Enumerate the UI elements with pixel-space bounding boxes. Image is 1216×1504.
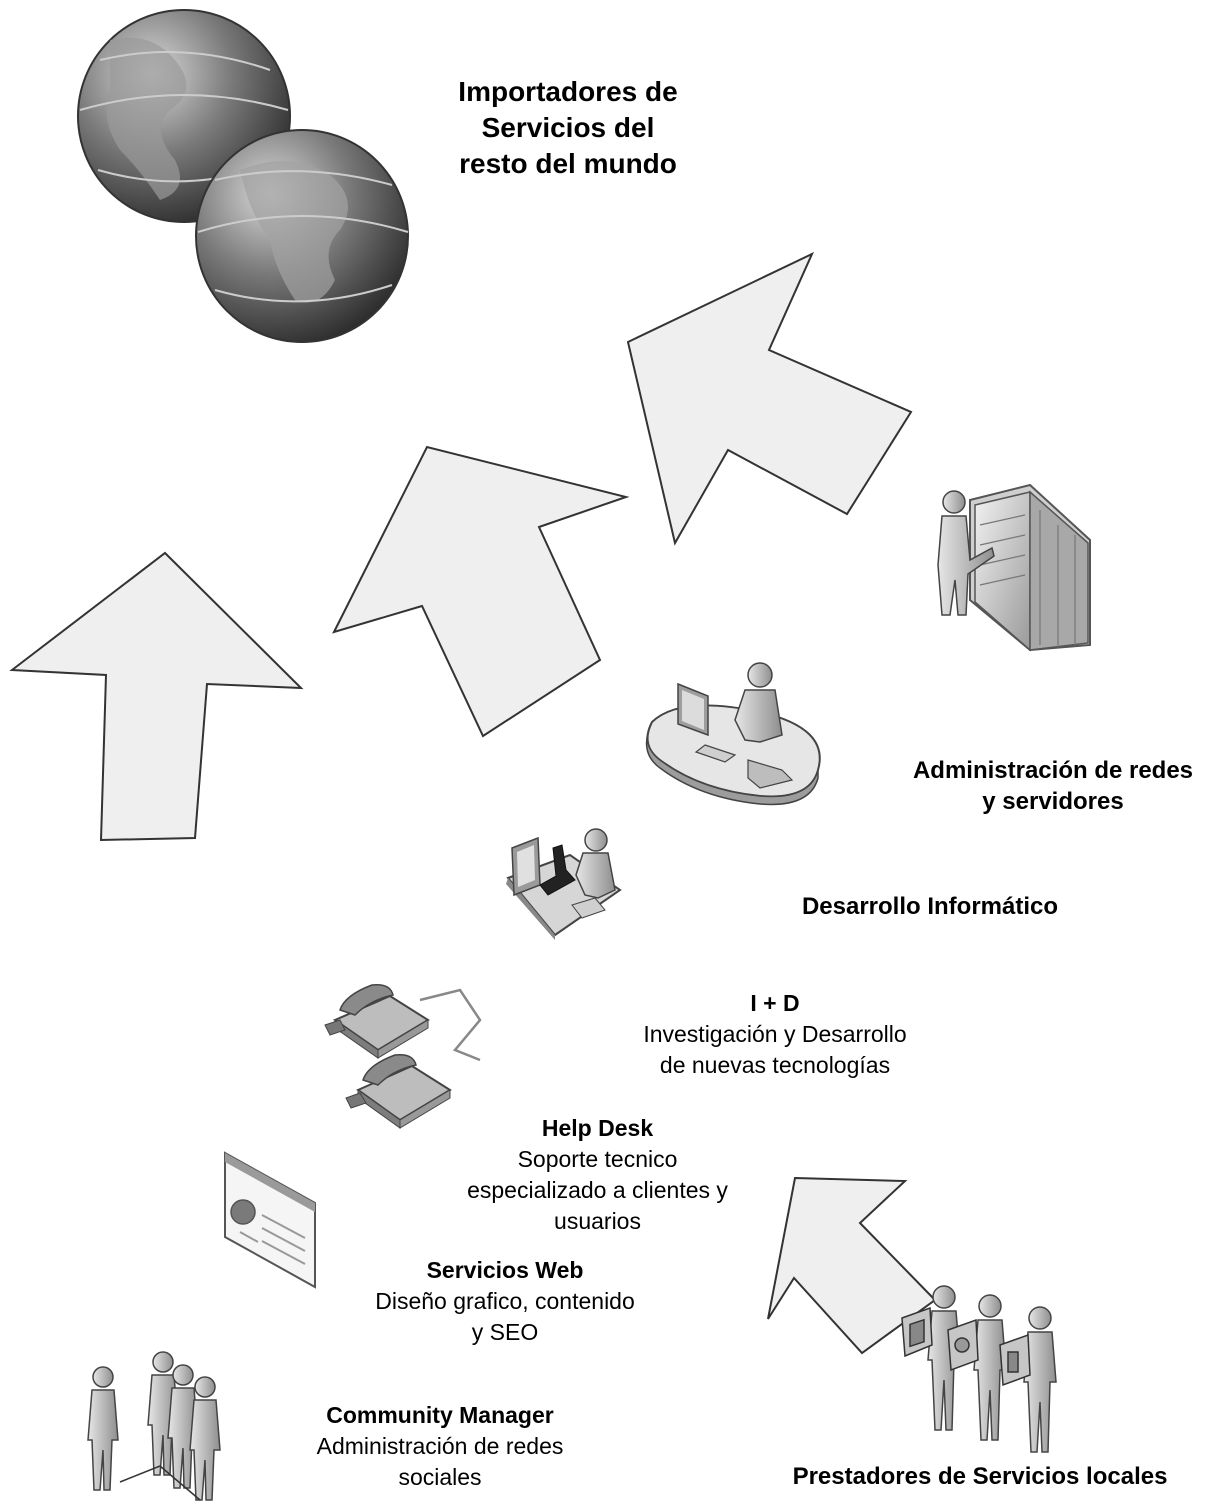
- desarrollo-label: Desarrollo Informático: [760, 891, 1100, 922]
- telephones-icon: [324, 983, 482, 1129]
- arrow-small: [767, 1176, 937, 1355]
- title-text: Importadores de Servicios del resto del …: [458, 76, 678, 179]
- arrow-1: [9, 551, 304, 842]
- arrow-2: [332, 445, 630, 738]
- web-title: Servicios Web: [426, 1257, 584, 1283]
- id-subtitle: Investigación y Desarrollo de nuevas tec…: [643, 1021, 907, 1078]
- server-admin-icon: [937, 483, 1091, 652]
- helpdesk-title: Help Desk: [541, 1115, 654, 1141]
- developer-desk-icon: [645, 662, 821, 806]
- id-title: I + D: [750, 990, 800, 1016]
- cm-title: Community Manager: [326, 1402, 554, 1428]
- desarrollo-text: Desarrollo Informático: [801, 893, 1059, 920]
- helpdesk-subtitle: Soporte tecnico especializado a clientes…: [467, 1146, 728, 1234]
- service-providers-icon: [901, 1285, 1057, 1453]
- cm-subtitle: Administración de redes sociales: [316, 1433, 564, 1490]
- id-label: I + D Investigación y Desarrollo de nuev…: [600, 988, 950, 1081]
- cm-label: Community Manager Administración de rede…: [280, 1400, 600, 1493]
- globe-icon: [77, 9, 409, 343]
- group-people-icon: [87, 1351, 221, 1501]
- web-label: Servicios Web Diseño grafico, contenido …: [340, 1255, 670, 1348]
- webpage-icon: [224, 1151, 316, 1289]
- admin-redes-label: Administración de redes y servidores: [890, 755, 1216, 817]
- arrow-3: [626, 251, 913, 546]
- prestadores-text: Prestadores de Servicios locales: [792, 1463, 1168, 1490]
- helpdesk-label: Help Desk Soporte tecnico especializado …: [430, 1113, 765, 1237]
- admin-redes-text: Administración de redes y servidores: [912, 757, 1194, 815]
- researcher-icon: [506, 828, 622, 940]
- title: Importadores de Servicios del resto del …: [420, 74, 716, 182]
- prestadores-label: Prestadores de Servicios locales: [760, 1461, 1200, 1492]
- web-subtitle: Diseño grafico, contenido y SEO: [375, 1288, 635, 1345]
